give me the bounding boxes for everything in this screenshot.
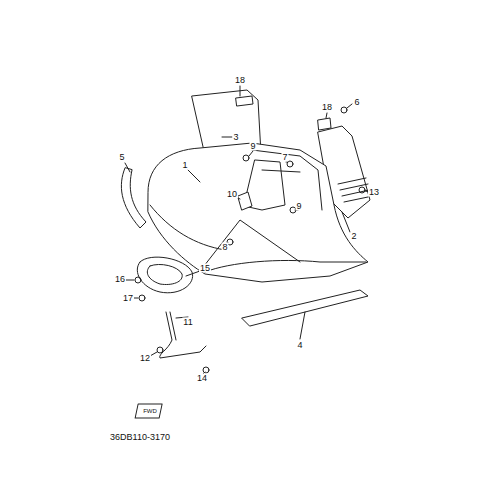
callout-number: 8: [221, 243, 228, 252]
direction-mark: FWD: [142, 408, 158, 414]
callout-number: 6: [353, 98, 360, 107]
drawing-number: 36DB110-3170: [109, 433, 171, 442]
callout-number: 9: [295, 202, 302, 211]
callout-number: 18: [234, 76, 246, 85]
callout-number: 11: [182, 318, 193, 327]
callout-number: 18: [321, 103, 333, 112]
callout-number: 4: [296, 341, 303, 350]
callout-number: 14: [196, 374, 208, 383]
callout-number: 13: [368, 188, 380, 197]
callout-number: 7: [281, 153, 288, 162]
callout-number: 9: [249, 142, 256, 151]
callout-number: 10: [226, 190, 238, 199]
callout-number: 3: [232, 133, 239, 142]
callout-number: 12: [139, 354, 151, 363]
callout-number: 5: [118, 153, 125, 162]
callout-number: 15: [199, 264, 211, 273]
callout-number: 16: [114, 275, 126, 284]
callout-number: 1: [181, 161, 188, 170]
callout-number: 2: [350, 232, 357, 241]
callout-number: 17: [122, 294, 134, 303]
